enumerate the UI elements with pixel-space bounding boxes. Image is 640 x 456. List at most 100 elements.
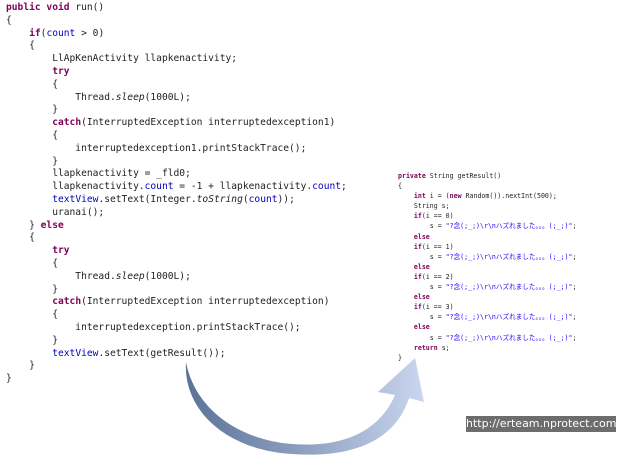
code-token: String s; xyxy=(398,202,450,211)
code-token: Random()).nextInt(500); xyxy=(461,192,557,201)
code-token: (i == 2) xyxy=(421,272,454,281)
code-line: if(i == 1) xyxy=(398,242,576,252)
code-line: try xyxy=(6,66,347,79)
code-token: if xyxy=(413,212,422,221)
code-token: count xyxy=(46,27,76,39)
code-line: s = "?念(;_;)\r\nハズれました。。。(;_;)"; xyxy=(398,333,577,343)
code-token: if xyxy=(413,242,422,251)
code-token: try xyxy=(52,245,70,257)
code-token: (i == 1) xyxy=(421,242,454,251)
code-token: s = xyxy=(398,333,446,342)
code-token: Thread. xyxy=(6,91,116,103)
code-token: "?念(;_;)\r\nハズれました。。。(;_;)" xyxy=(445,333,573,342)
code-token: { xyxy=(6,78,58,90)
code-token: return xyxy=(413,343,438,352)
code-token: { xyxy=(6,14,12,26)
code-token: uranai(); xyxy=(6,206,105,218)
code-line: return s; xyxy=(398,343,576,353)
code-token: { xyxy=(6,309,58,321)
code-line: private String getResult() xyxy=(398,171,576,181)
code-token: )); xyxy=(277,193,295,205)
code-line: } xyxy=(6,335,347,348)
code-token: } xyxy=(6,283,58,295)
code-token: (i == 3) xyxy=(421,303,454,312)
code-token: ; xyxy=(341,181,347,193)
code-line: if(i == 2) xyxy=(398,272,576,282)
code-line: s = "?念(;_;)\r\nハズれました。。。(;_;)"; xyxy=(398,282,577,292)
code-token: if xyxy=(413,303,422,312)
code-token: private xyxy=(398,172,426,180)
code-token: sleep xyxy=(115,270,145,282)
code-token: ; xyxy=(572,252,577,261)
code-line: else xyxy=(398,262,576,272)
code-token: } xyxy=(6,373,12,385)
code-line: else xyxy=(398,322,576,332)
code-token: toString xyxy=(196,193,243,205)
code-token: { xyxy=(6,232,35,244)
code-line: Thread.sleep(1000L); xyxy=(6,271,347,284)
code-token: = -1 + llapkenactivity. xyxy=(173,181,313,193)
code-line: textView.setText(getResult()); xyxy=(6,348,347,361)
code-line: llapkenactivity = _fld0; xyxy=(6,168,347,181)
code-line: s = "?念(;_;)\r\nハズれました。。。(;_;)"; xyxy=(398,312,577,322)
code-token: sleep xyxy=(115,91,145,103)
code-token: if xyxy=(413,272,422,281)
code-line: { xyxy=(6,40,347,53)
code-line: textView.setText(Integer.toString(count)… xyxy=(6,194,347,207)
code-line: interruptedexception1.printStackTrace(); xyxy=(6,143,347,156)
code-token: ; xyxy=(572,333,577,342)
code-line: catch(InterruptedException interruptedex… xyxy=(6,296,347,309)
code-token: try xyxy=(52,65,70,77)
code-token: catch xyxy=(52,117,82,129)
code-line: } xyxy=(398,353,576,363)
code-token: ( xyxy=(242,193,249,205)
code-token: textView xyxy=(52,193,99,205)
code-token: } xyxy=(6,360,35,372)
code-line: { xyxy=(6,232,347,245)
code-token: } xyxy=(6,155,58,167)
code-line: int i = (new Random()).nextInt(500); xyxy=(398,191,576,201)
code-line: } else xyxy=(6,220,347,233)
code-line: else xyxy=(398,232,576,242)
code-token: run() xyxy=(69,2,105,13)
code-token: else xyxy=(413,323,430,332)
code-token: public void xyxy=(6,2,70,13)
code-token: .setText(Integer. xyxy=(98,193,197,205)
code-token: ; xyxy=(572,222,577,231)
code-line: try xyxy=(6,245,347,258)
code-token: else xyxy=(413,293,430,302)
code-token: s = xyxy=(398,313,446,322)
code-token: String getResult() xyxy=(425,172,502,180)
code-line: LlApKenActivity llapkenactivity; xyxy=(6,53,347,66)
code-token: interruptedexception.printStackTrace(); xyxy=(6,321,301,333)
code-line: if(count > 0) xyxy=(6,28,347,41)
code-line: if(i == 0) xyxy=(398,211,576,221)
code-token: ; xyxy=(572,313,577,322)
code-token: (i == 0) xyxy=(421,212,454,221)
code-line: public void run() xyxy=(6,2,347,15)
code-token: s = xyxy=(398,222,446,231)
code-line: } xyxy=(6,360,347,373)
code-token: catch xyxy=(52,296,82,308)
code-token: "?念(;_;)\r\nハズれました。。。(;_;)" xyxy=(445,222,573,231)
code-token: interruptedexception1.printStackTrace(); xyxy=(6,142,307,154)
code-line: llapkenactivity.count = -1 + llapkenacti… xyxy=(6,181,347,194)
code-token: textView xyxy=(52,347,99,359)
code-token: else xyxy=(40,219,64,231)
code-token: if xyxy=(29,27,41,39)
code-token: "?念(;_;)\r\nハズれました。。。(;_;)" xyxy=(445,283,573,292)
code-token: "?念(;_;)\r\nハズれました。。。(;_;)" xyxy=(445,252,573,261)
code-token: ( xyxy=(40,27,47,39)
code-token: { xyxy=(6,40,35,52)
code-line: } xyxy=(6,373,347,386)
code-token: s = xyxy=(398,283,446,292)
code-token: s; xyxy=(437,343,450,352)
code-token: int xyxy=(413,192,426,201)
code-line: interruptedexception.printStackTrace(); xyxy=(6,322,347,335)
code-token: LlApKenActivity llapkenactivity; xyxy=(6,53,238,65)
code-token: } xyxy=(6,334,58,346)
code-token: { xyxy=(6,257,58,269)
code-token: Thread. xyxy=(6,270,116,282)
code-token: count xyxy=(144,181,174,193)
code-token: "?念(;_;)\r\nハズれました。。。(;_;)" xyxy=(445,313,573,322)
